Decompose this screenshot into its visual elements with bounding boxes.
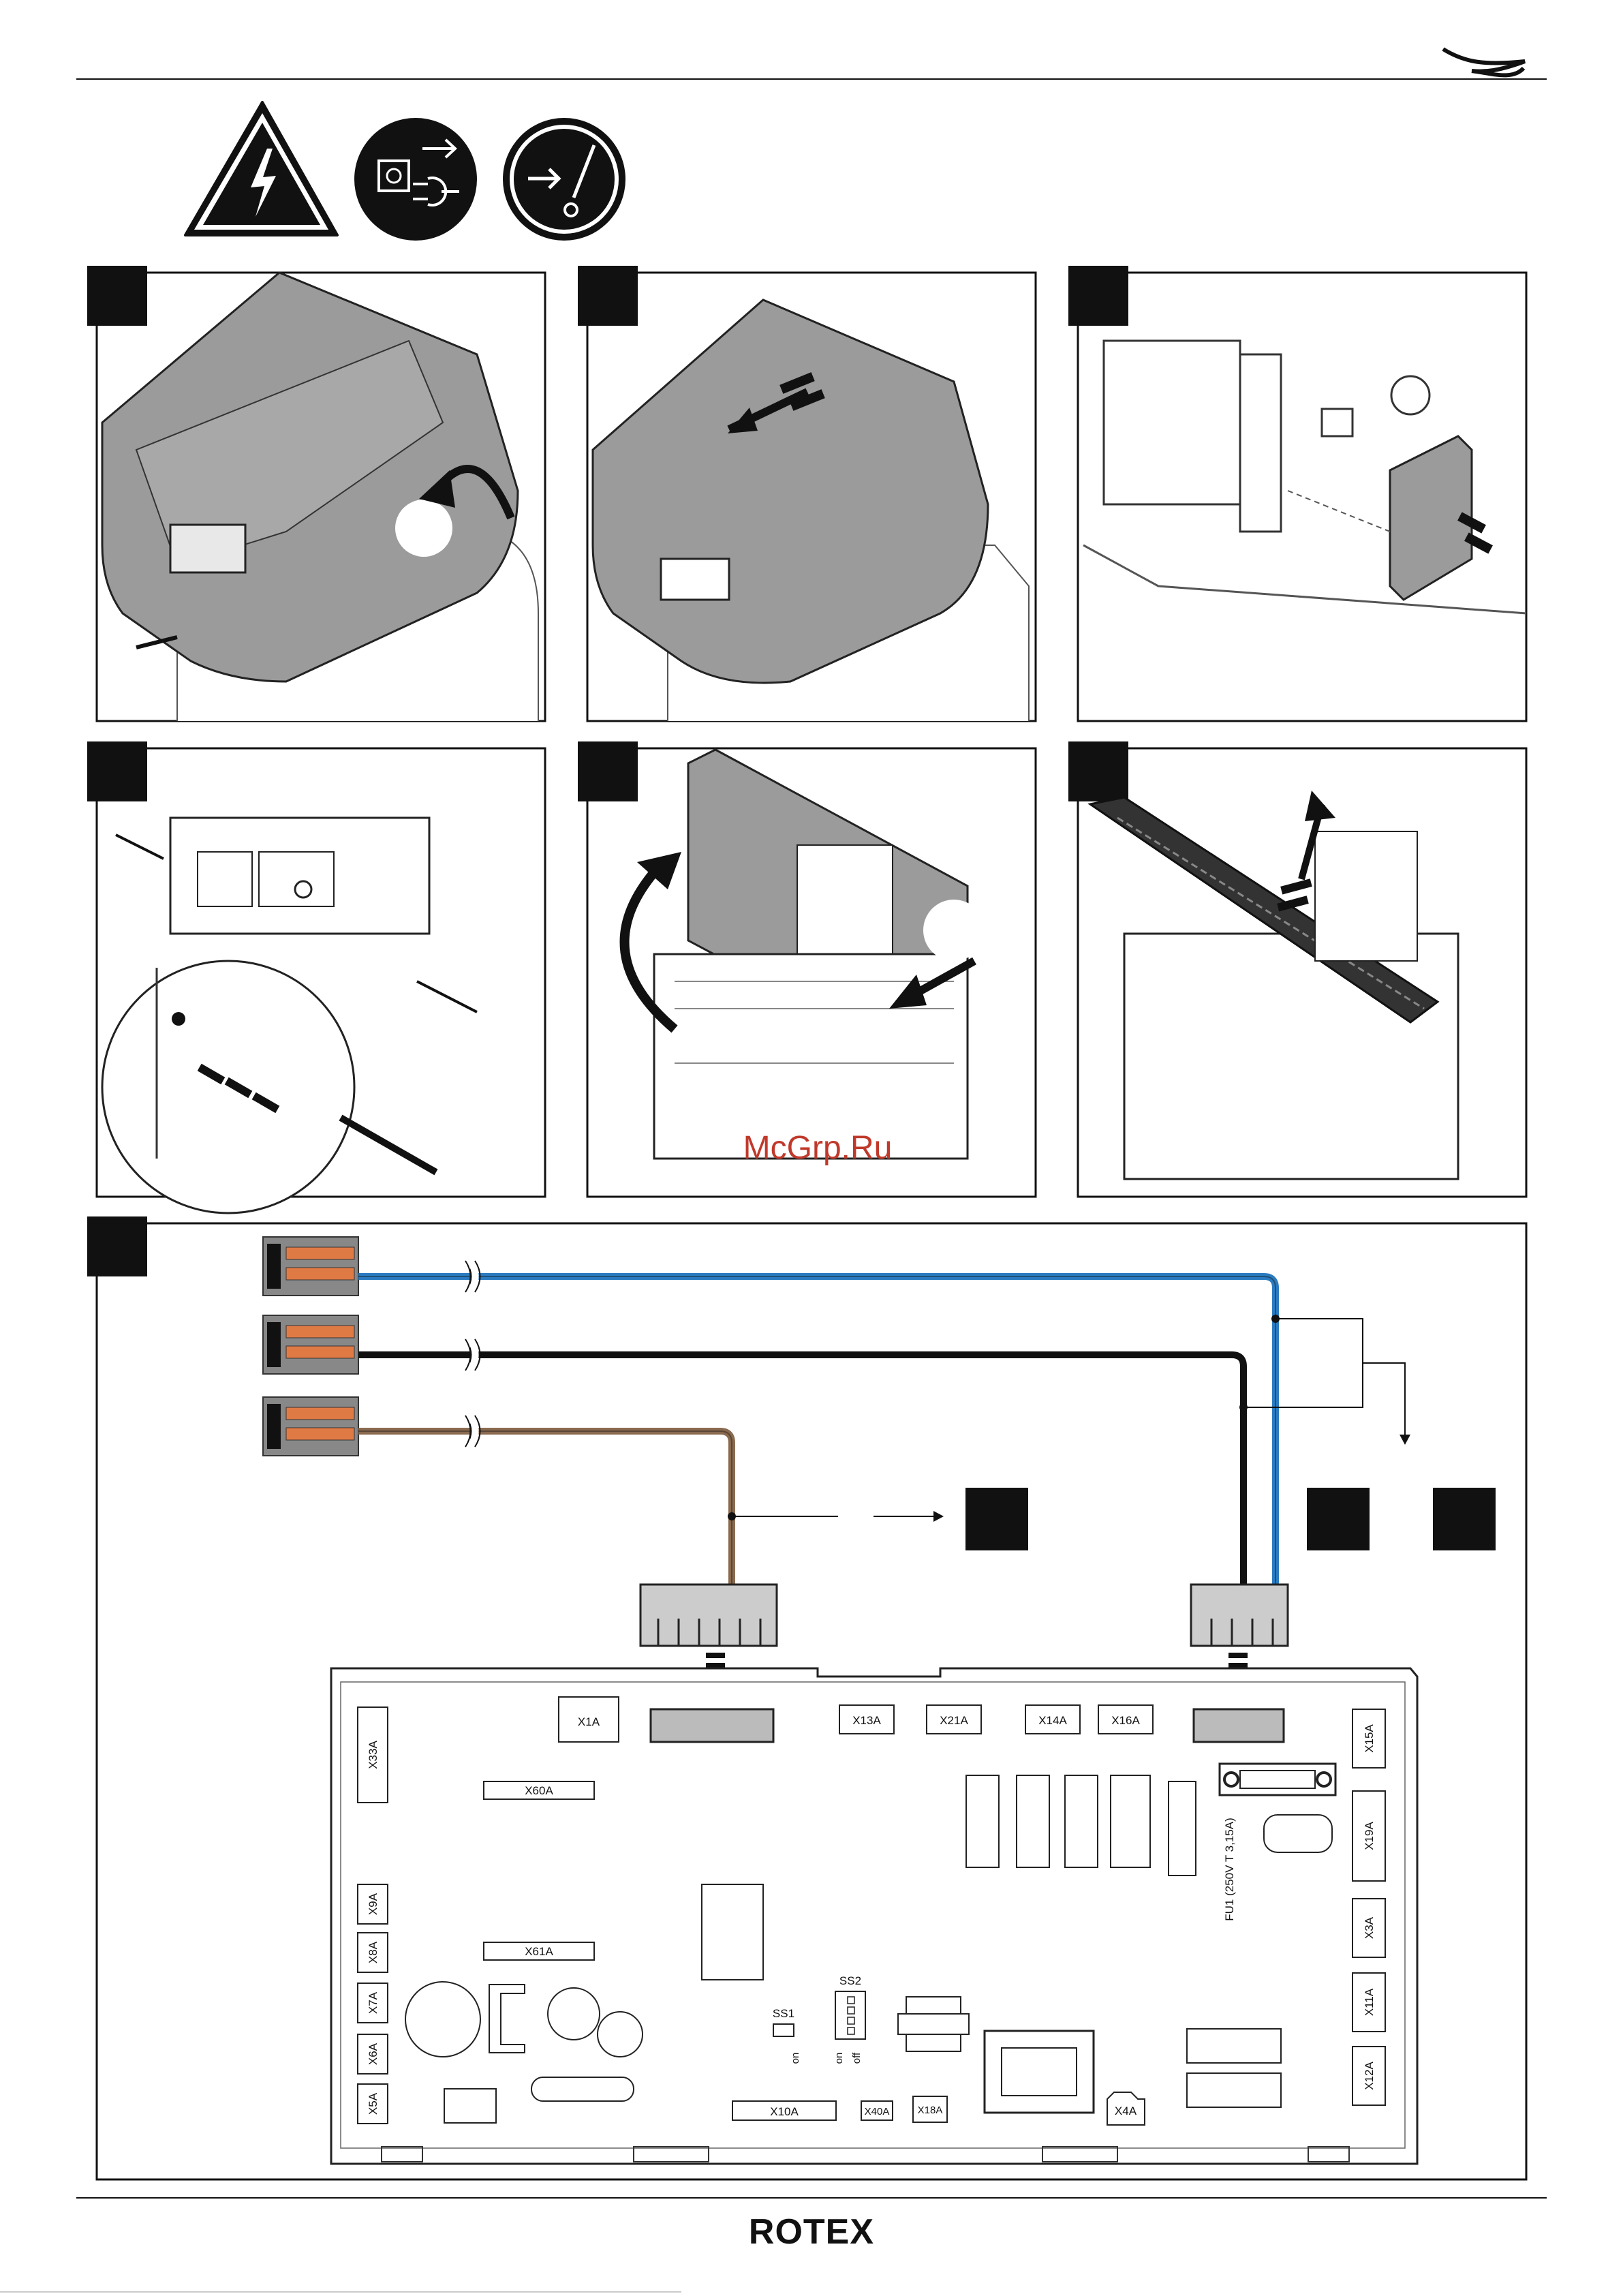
svg-text:X7A: X7A [367, 1991, 380, 2014]
svg-text:X9A: X9A [367, 1893, 380, 1915]
callout-circle [395, 500, 452, 557]
step-number-badge [1068, 741, 1128, 801]
switch-off-icon [503, 118, 625, 241]
footer-brand-logo: ROTEX [749, 2212, 874, 2252]
terminal-block-brown [263, 1397, 358, 1456]
step-panel-1 [87, 266, 545, 721]
svg-text:X40A: X40A [865, 2106, 890, 2117]
switch-SS2-label: SS2 [839, 1974, 861, 1987]
svg-text:X8A: X8A [367, 1941, 380, 1963]
step-number-badge [1068, 266, 1128, 326]
terminal-block-black [263, 1315, 358, 1374]
svg-text:X12A: X12A [1363, 2062, 1376, 2090]
svg-text:X14A: X14A [1038, 1714, 1067, 1727]
step-number-badge [87, 1216, 147, 1276]
svg-text:X16A: X16A [1111, 1714, 1140, 1727]
electric-shock-warning-icon [185, 102, 337, 235]
control-pcb: X1A X13A X21A X14A X16A X33A X9A X8A X7A… [331, 1668, 1417, 2164]
svg-text:X10A: X10A [770, 2105, 799, 2118]
socket-left [651, 1709, 773, 1742]
pliers-logo-icon [1443, 49, 1525, 75]
step-number-badge [87, 266, 147, 326]
step-number-badge [87, 741, 147, 801]
unplug-power-icon [354, 118, 477, 241]
svg-text:X60A: X60A [525, 1784, 553, 1797]
svg-text:on: on [833, 2053, 845, 2064]
step-panel-2 [578, 266, 1036, 721]
svg-text:X18A: X18A [918, 2104, 943, 2116]
fuse-label: FU1 (250V T 3,15A) [1223, 1818, 1236, 1921]
svg-text:X61A: X61A [525, 1945, 553, 1958]
plug-connector-left [640, 1585, 777, 1646]
switch-SS1-label: SS1 [773, 2007, 794, 2020]
plug-connector-right [1191, 1585, 1288, 1646]
zoom-detail-circle [102, 961, 354, 1213]
svg-text:X1A: X1A [578, 1715, 600, 1728]
socket-right [1194, 1709, 1284, 1742]
watermark-text: McGrp.Ru [743, 1130, 893, 1166]
step-panel-6 [1068, 741, 1526, 1197]
terminal-block-blue [263, 1237, 358, 1296]
svg-text:X4A: X4A [1115, 2104, 1137, 2117]
svg-text:X21A: X21A [940, 1714, 968, 1727]
reference-box-3 [1433, 1488, 1496, 1550]
step-number-badge [578, 266, 638, 326]
svg-text:X11A: X11A [1363, 1988, 1376, 2016]
svg-text:off: off [851, 2052, 863, 2064]
svg-text:X15A: X15A [1363, 1724, 1376, 1753]
svg-text:X19A: X19A [1363, 1822, 1376, 1850]
step-panel-5: McGrp.Ru [578, 741, 1036, 1197]
reference-box-1 [965, 1488, 1028, 1550]
svg-text:X3A: X3A [1363, 1916, 1376, 1939]
svg-text:X13A: X13A [852, 1714, 881, 1727]
fuse-FU1 [1220, 1764, 1335, 1795]
svg-text:X6A: X6A [367, 2042, 380, 2065]
svg-text:X33A: X33A [367, 1741, 380, 1769]
svg-text:X5A: X5A [367, 2092, 380, 2115]
step-panel-4 [87, 741, 545, 1213]
switch-SS1[interactable] [773, 2024, 794, 2036]
step-panel-3 [1068, 266, 1526, 721]
svg-text:on: on [790, 2053, 801, 2064]
reference-box-2 [1307, 1488, 1370, 1550]
step-panel-7: X1A X13A X21A X14A X16A X33A X9A X8A X7A… [87, 1216, 1526, 2179]
step-number-badge [578, 741, 638, 801]
